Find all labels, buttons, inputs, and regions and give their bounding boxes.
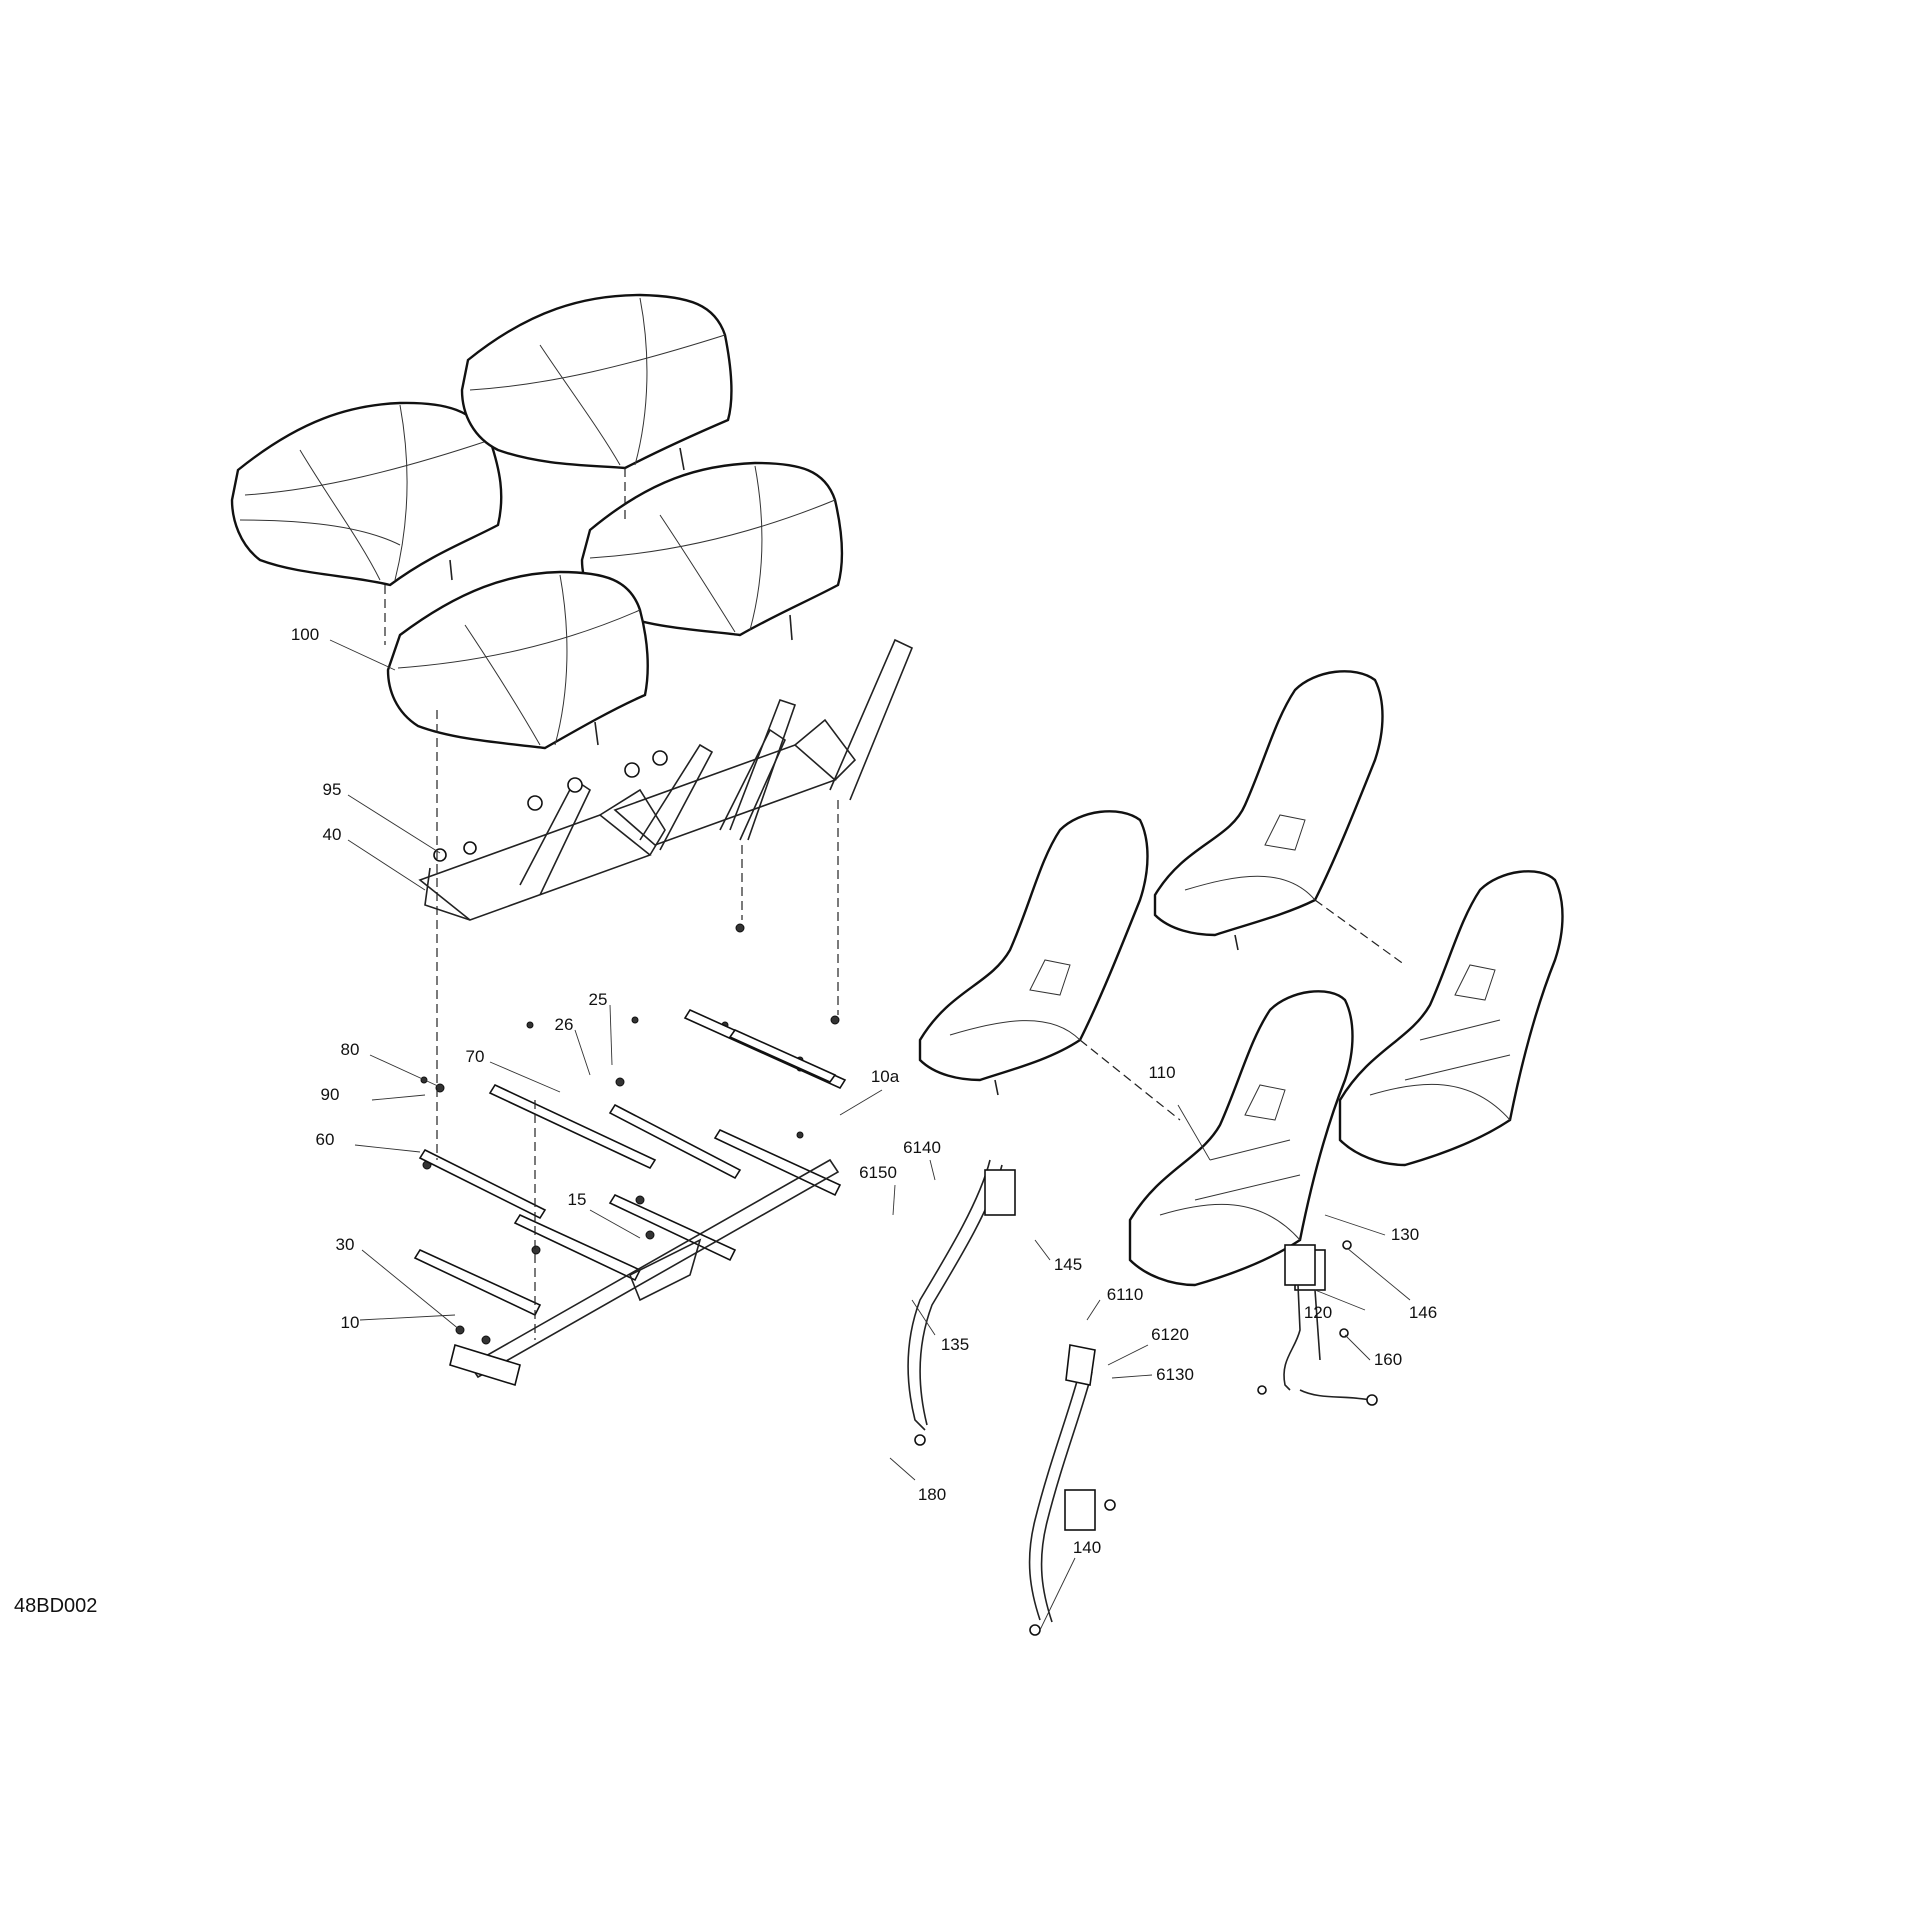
callout-70: 70 <box>466 1047 485 1066</box>
bucket-seat-front-left <box>1128 990 1354 1287</box>
callout-6130: 6130 <box>1156 1365 1194 1384</box>
callout-30: 30 <box>336 1235 355 1254</box>
seat-belt-left <box>907 1159 1016 1446</box>
callout-60: 60 <box>316 1130 335 1149</box>
guide-line <box>1079 1039 1181 1121</box>
callout-6110: 6110 <box>1107 1285 1144 1304</box>
callout-135: 135 <box>941 1335 969 1354</box>
callout-130: 130 <box>1391 1225 1419 1244</box>
callout-15: 15 <box>568 1190 587 1209</box>
callout-6120: 6120 <box>1151 1325 1189 1344</box>
callout-110: 110 <box>1148 1063 1175 1082</box>
seat-slide-rails <box>418 1008 847 1220</box>
callout-140: 140 <box>1073 1538 1101 1557</box>
seat-frame-left <box>418 743 714 921</box>
callout-26: 26 <box>555 1015 574 1034</box>
bucket-seat-front-right <box>1338 870 1564 1167</box>
callout-10: 10 <box>341 1313 360 1332</box>
callout-25: 25 <box>589 990 608 1009</box>
callout-180: 180 <box>918 1485 946 1504</box>
callout-6140: 6140 <box>903 1138 941 1157</box>
guide-line <box>1314 899 1406 966</box>
buckets-and-harness <box>1257 1240 1378 1406</box>
callout-95: 95 <box>323 780 342 799</box>
callout-80: 80 <box>341 1040 360 1059</box>
callout-145: 145 <box>1054 1255 1082 1274</box>
callout-leaders <box>329 639 1411 1631</box>
callout-146: 146 <box>1409 1303 1437 1322</box>
seat-cushion-front-left <box>386 570 649 750</box>
callout-6150: 6150 <box>859 1163 897 1182</box>
callout-labels: 100 95 40 80 90 60 70 26 25 10a 15 30 10… <box>291 625 1437 1557</box>
seat-belt-right <box>1028 1344 1116 1636</box>
callout-120: 120 <box>1304 1303 1332 1322</box>
callout-40: 40 <box>323 825 342 844</box>
seat-cushion-rear-right <box>460 293 733 471</box>
base-frame <box>413 1128 842 1387</box>
bucket-seat-rear-right <box>1153 670 1384 951</box>
bucket-seat-rear-left <box>918 810 1149 1096</box>
seat-frame-right <box>613 638 914 846</box>
callout-100: 100 <box>291 625 319 644</box>
seat-cushion-rear-left <box>230 401 503 587</box>
diagram-code: 48BD002 <box>14 1595 97 1617</box>
callout-90: 90 <box>321 1085 340 1104</box>
callout-10a: 10a <box>871 1067 900 1086</box>
callout-160: 160 <box>1374 1350 1402 1369</box>
